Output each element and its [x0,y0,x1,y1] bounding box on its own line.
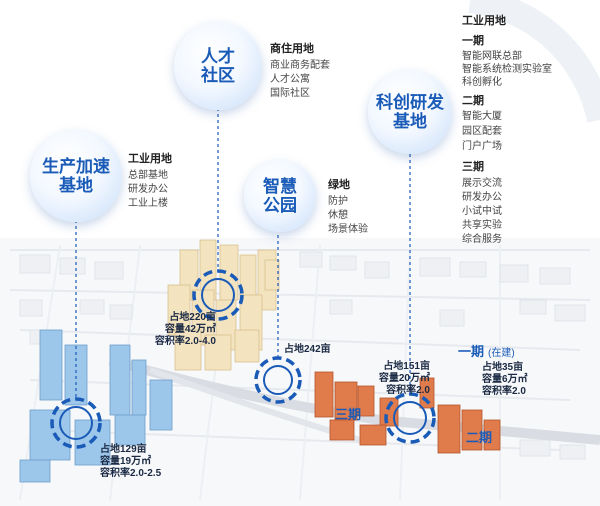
production-stat: 占地129亩 [100,444,147,455]
phase1-status: (在建) [488,348,515,359]
park-item: 休憩 [328,210,348,221]
phase1-stat: 占地35亩 [482,362,524,373]
phase1-item: 智能网联总部 [462,51,522,62]
phase2-item: 园区配套 [462,126,502,137]
talent-stat: 容量42万㎡ [164,324,216,335]
park-item: 防护 [328,196,348,207]
phase1-stat: 容量6万㎡ [482,374,528,385]
phase3-heading: 三期 [462,161,484,173]
talent-community-name: 人才 社区 [201,47,235,85]
talent-item: 国际社区 [270,88,310,99]
marker-rnd [384,392,436,444]
phase1-map-label: 一期 [458,344,485,359]
talent-stat: 占地220亩 [169,312,216,323]
park-land-type: 绿地 [328,179,350,191]
rnd-land-type: 工业用地 [462,15,506,27]
marker-production [50,397,102,449]
rnd-stat: 容积率2.0 [386,385,430,396]
phase1-item: 智能系统检测实验室 [462,64,552,75]
phase3-item: 研发办公 [462,192,502,203]
rnd-base-bubble: 科创研发 基地 [368,70,452,154]
phase3-item: 小试中试 [462,206,502,217]
rnd-base-name: 科创研发 基地 [376,93,444,131]
rnd-stat: 占地151亩 [383,361,430,372]
phase2-heading: 二期 [462,95,484,107]
production-base-bubble: 生产加速 基地 [30,130,122,222]
marker-talent [192,269,244,321]
talent-buildings [167,239,280,371]
phase3-item: 共享实验 [462,220,502,231]
production-stat: 容积率2.0-2.5 [100,468,162,479]
phase3-item: 综合服务 [462,234,502,245]
phase1-heading: 一期 [462,35,484,47]
phase1-stat: 容积率2.0 [482,386,526,397]
production-base-name: 生产加速 基地 [42,157,110,195]
phase3-map-label: 三期 [335,407,362,422]
rnd-stat: 容量20万㎡ [378,373,430,384]
phase1-item: 科创孵化 [462,77,502,88]
phase2-item: 智能大厦 [462,111,502,122]
production-item: 总部基地 [128,170,168,181]
park-stat: 占地242亩 [284,344,331,355]
talent-stat: 容积率2.0-4.0 [154,336,216,347]
production-buildings [19,329,173,483]
talent-item: 人才公寓 [270,74,310,85]
phase2-item: 门户广场 [462,141,502,152]
production-land-type: 工业用地 [128,153,172,165]
talent-land-type: 商住用地 [270,43,314,55]
smart-park-name: 智慧 公园 [263,177,297,215]
phase2-map-label: 二期 [466,430,493,445]
talent-item: 商业商务配套 [270,60,330,71]
production-stat: 容量19万㎡ [100,456,152,467]
smart-park-bubble: 智慧 公园 [244,160,316,232]
park-item: 场景体验 [328,224,368,235]
talent-community-bubble: 人才 社区 [174,22,262,110]
phase3-item: 展示交流 [462,178,502,189]
production-item: 研发办公 [128,184,168,195]
leader-lines [75,108,411,398]
production-item: 工业上楼 [128,198,168,209]
decorative-arc [468,0,600,123]
